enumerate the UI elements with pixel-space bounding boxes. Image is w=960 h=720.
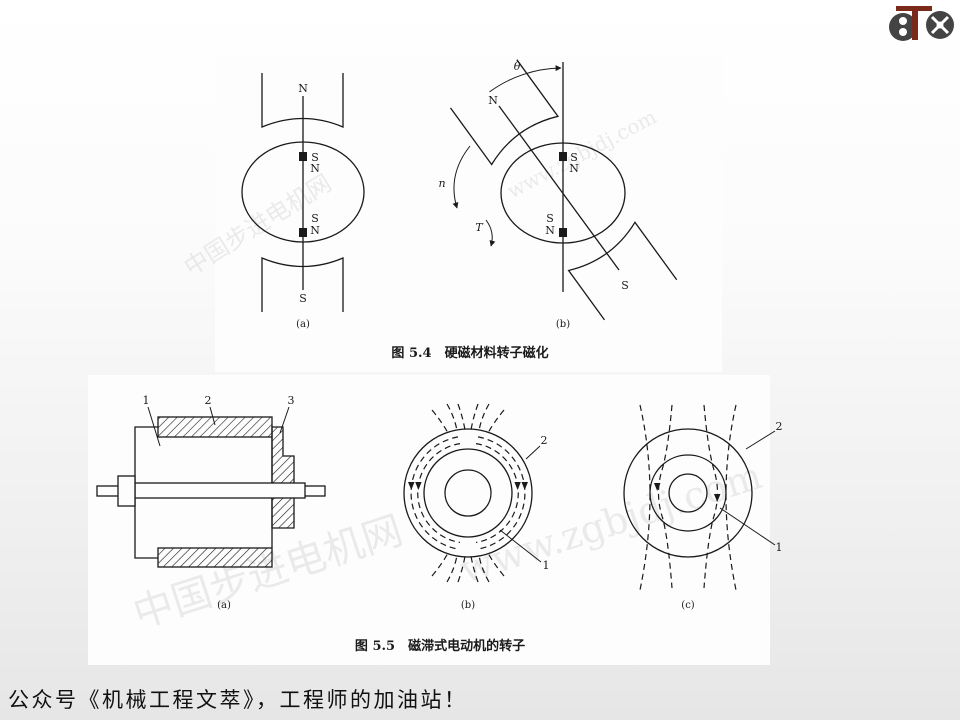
fig54-b-lower-magnet-s: S <box>546 212 554 225</box>
fig54-a-lower-magnet-s: S <box>311 212 319 225</box>
fig55-a-leader-2 <box>209 406 216 426</box>
fig54-b-angle-label: θ <box>514 60 521 73</box>
fig54-b-upper-magnet-n: N <box>569 162 579 175</box>
fig55-b-leader-2 <box>525 445 541 460</box>
fig54-a-bottom-pole-label: S <box>299 292 307 305</box>
fig55-c-ring-inner-circle <box>649 454 727 532</box>
logo <box>889 6 954 41</box>
fig55-c-leader-2 <box>745 430 776 450</box>
fig55-c-part-1: 1 <box>776 541 783 554</box>
fig55-a-part-2: 2 <box>205 394 212 407</box>
fig55-a-ring-top <box>157 416 273 438</box>
fig54-b-top-pole <box>449 59 560 166</box>
fig55-c-leader-1 <box>719 507 776 546</box>
fig55-a-part-1: 1 <box>143 394 150 407</box>
fig54-a-bottom-pole <box>261 257 344 312</box>
fig54-b-rotor <box>500 142 626 244</box>
fig54-a-upper-magnet-s: S <box>311 151 319 164</box>
fig55-b-ring-inner-circle <box>423 448 513 538</box>
fig55-b-flux-lines <box>408 403 528 583</box>
fig54-b-label: (b) <box>556 319 570 330</box>
fig55-b-outer-circle <box>403 428 533 558</box>
fig54-a-top-pole-label: N <box>298 82 308 95</box>
fig54-b-torque-label: T <box>475 221 484 234</box>
fig54-a-rotor <box>241 141 365 243</box>
fig55-a-leader-1 <box>147 406 161 447</box>
fig54-b-axis-bottom-label: S <box>621 279 629 292</box>
fig55-c-outer-circle <box>623 428 753 558</box>
fig54-b-lower-magnet-n: N <box>545 224 555 237</box>
fig54-a-label: (a) <box>296 319 310 330</box>
fig55-b: 2 1 (b) <box>403 403 550 611</box>
fig55-c-hole <box>668 473 708 513</box>
fig55-b-part-2: 2 <box>541 434 548 447</box>
fig54-a-upper-magnet <box>299 152 307 161</box>
fig54-b-upper-magnet-s: S <box>570 151 578 164</box>
fig54-b-rotation-label: n <box>438 177 445 190</box>
fig55-a-collar <box>117 475 136 507</box>
fig54-caption: 图 5.4 硬磁材料转子磁化 <box>391 345 548 361</box>
fig55-a: 1 2 3 (a) <box>96 394 326 611</box>
footer-text: 公众号《机械工程文萃》，工程师的加油站！ <box>8 688 468 712</box>
fig54-b-torque-arrow <box>485 219 496 247</box>
watermark-url-fig54: www.zgbjdj.com <box>503 104 660 203</box>
fig54-a-lower-magnet <box>299 228 307 237</box>
fig55-b-part-1: 1 <box>543 559 550 572</box>
fig55-c: 2 1 (c) <box>623 404 783 611</box>
fig54-b-rotation-arrow <box>452 145 471 209</box>
fig54-b: θ N S n T S N S N (b) <box>438 59 678 330</box>
fig55-b-hole <box>444 469 492 517</box>
fig55-a-leader-3 <box>279 406 290 434</box>
fig54-a-lower-magnet-n: N <box>310 224 320 237</box>
fig54-b-upper-magnet <box>559 152 567 161</box>
fig54-b-angle-arc <box>489 65 562 93</box>
fig55-a-part-3: 3 <box>288 394 295 407</box>
figure-5-4-image <box>215 55 722 372</box>
fig54-a-top-pole <box>261 73 344 128</box>
fig54-b-lower-magnet <box>559 228 567 237</box>
fig54-b-axis-top-label: N <box>488 94 498 107</box>
fig55-a-end-plate <box>271 426 295 529</box>
fig55-c-flux-lines <box>639 404 737 591</box>
fig55-b-leader-1 <box>499 529 542 563</box>
fig55-c-label: (c) <box>681 600 695 611</box>
fig54-a-upper-magnet-n: N <box>310 162 320 175</box>
fig55-a-shaft-mid <box>134 482 306 499</box>
fig55-a-ring-bottom <box>157 547 273 568</box>
fig55-c-part-2: 2 <box>776 420 783 433</box>
watermark-cn-fig55: 中国步进电机网 <box>128 507 409 637</box>
fig55-a-label: (a) <box>217 600 231 611</box>
fig54-a: N S S N S N (a) <box>241 73 365 330</box>
fig54-b-bottom-pole <box>567 221 678 321</box>
fig55-caption: 图 5.5 磁滞式电动机的转子 <box>355 638 525 654</box>
fig55-b-label: (b) <box>461 600 475 611</box>
